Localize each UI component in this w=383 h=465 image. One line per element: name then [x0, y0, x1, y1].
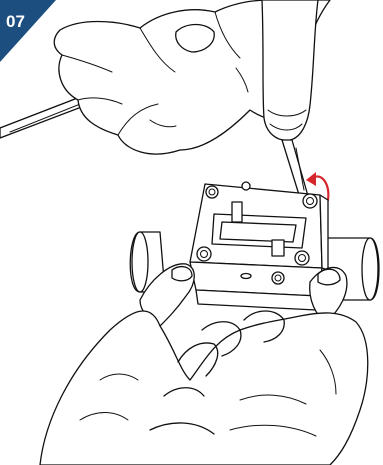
step-badge: 07: [0, 0, 56, 62]
screw-bottom-right: [295, 251, 309, 265]
front-screw: [272, 272, 284, 284]
screw-top-right: [303, 194, 317, 208]
screwdriver: [262, 0, 318, 198]
lower-hands: [40, 311, 368, 465]
screw-top-left: [206, 186, 218, 198]
screw-bottom-left: [197, 247, 211, 261]
front-hole-small: [241, 274, 251, 279]
screw-top-center: [242, 182, 250, 190]
step-number: 07: [6, 12, 25, 31]
clamp-block: [190, 182, 328, 310]
step-badge-corner: [0, 0, 56, 62]
